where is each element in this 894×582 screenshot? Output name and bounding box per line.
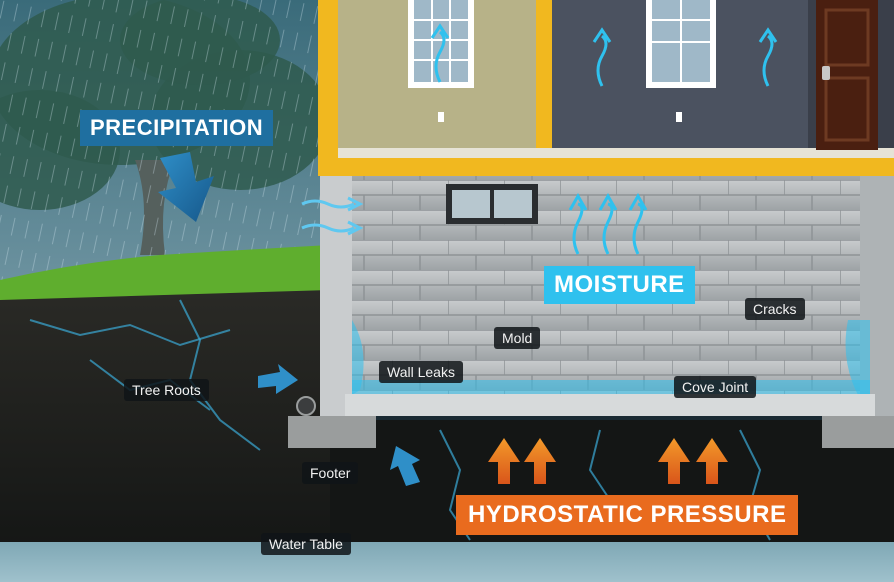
window-left <box>408 0 474 88</box>
tree-roots-label: Tree Roots <box>124 379 209 401</box>
window-right <box>646 0 716 88</box>
rain-wind-arrows-icon <box>301 196 364 236</box>
precipitation-arrow-icon <box>158 152 214 222</box>
moisture-label: MOISTURE <box>544 266 695 304</box>
wall-leaks-label: Wall Leaks <box>379 361 463 383</box>
mold-label: Mold <box>494 327 541 349</box>
moisture-arrows-icon <box>430 23 778 255</box>
water-table-label: Water Table <box>261 533 351 555</box>
seepage-arrows-icon <box>258 364 420 486</box>
footer-label: Footer <box>302 462 359 484</box>
cracks-label: Cracks <box>745 298 805 320</box>
precipitation-label: PRECIPITATION <box>80 110 274 146</box>
cove-joint-label: Cove Joint <box>674 376 757 398</box>
pressure-arrows-icon <box>488 438 728 484</box>
basement-window <box>446 184 538 224</box>
hydrostatic-pressure-label: HYDROSTATIC PRESSURE <box>456 495 799 535</box>
door <box>816 0 878 150</box>
